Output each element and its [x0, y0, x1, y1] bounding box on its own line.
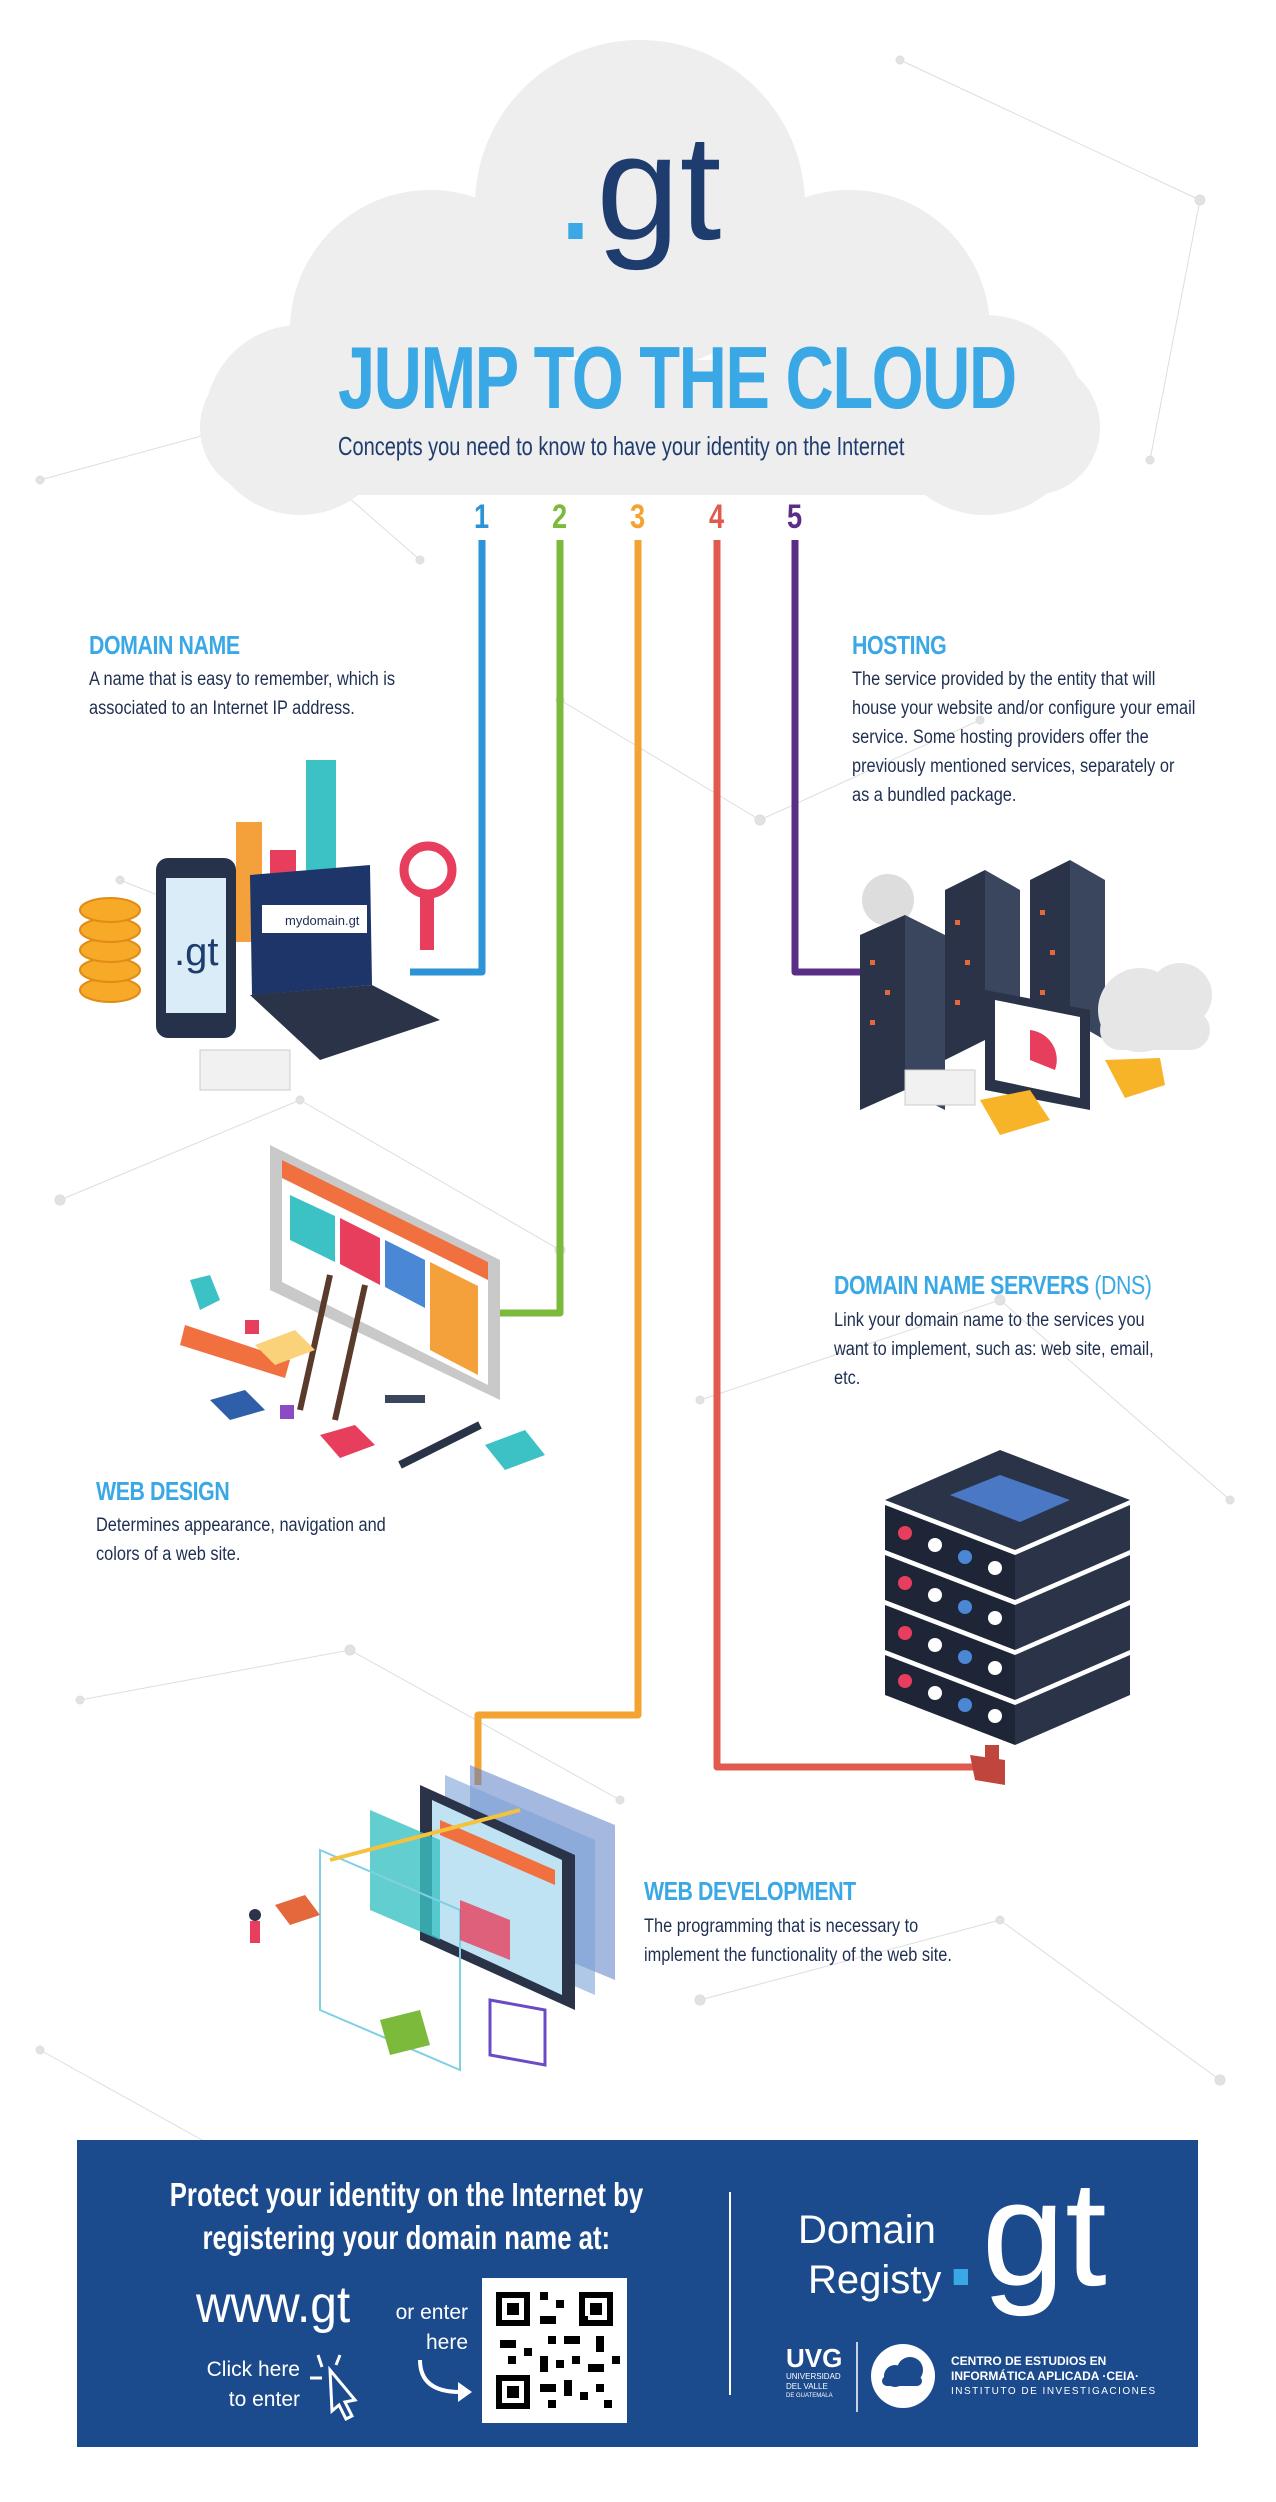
or-enter-line1: or enter — [395, 2301, 468, 2324]
uvg-logo: UVG UNIVERSIDAD DEL VALLE DE GUATEMALA — [786, 2344, 842, 2400]
page-title: JUMP TO THE CLOUD — [338, 328, 1017, 427]
domain-title: DOMAIN NAME — [89, 630, 240, 660]
cursor-click-icon — [310, 2354, 358, 2422]
hosting-title: HOSTING — [852, 630, 947, 660]
domain-text: A name that is easy to remember, which i… — [89, 669, 396, 719]
gt-logo-dot: . — [554, 103, 597, 271]
connector-line-5 — [791, 540, 870, 976]
ceia-line1: CENTRO DE ESTUDIOS EN — [951, 2354, 1107, 2368]
server-leds — [898, 1526, 1002, 1723]
gt-logo: .gt — [0, 112, 1276, 262]
connector-lines — [410, 540, 985, 1785]
webdesign-illustration — [180, 1145, 545, 1470]
step-number-1: 1 — [474, 498, 490, 536]
webdesign-text: Determines appearance, navigation and co… — [96, 1515, 386, 1565]
qr-code — [482, 2278, 627, 2423]
webdev-text: The programming that is necessary to imp… — [644, 1916, 952, 1966]
cloud-shape — [200, 40, 1100, 515]
dns-title-suffix: (DNS) — [1094, 1270, 1152, 1300]
footer-cta-line1: Protect your identity on the Internet by — [169, 2176, 643, 2213]
dns-title-main: DOMAIN NAME SERVERS — [834, 1270, 1089, 1300]
ceia-line3: INSTITUTO DE INVESTIGACIONES — [951, 2386, 1157, 2397]
ceia-line2-text: INFORMÁTICA APLICADA — [951, 2369, 1099, 2383]
brand-gt-tld: gt — [981, 2149, 1107, 2317]
or-enter-line2: here — [425, 2331, 468, 2354]
brand-name: Domain Registy — [798, 2205, 941, 2305]
domain-illustration: .gt mydomain.gt — [79, 760, 457, 1091]
dns-illustration — [885, 1450, 1130, 1785]
uvg-sub1: UNIVERSIDAD — [786, 2372, 841, 2381]
click-here-line1: Click here — [206, 2358, 300, 2381]
or-enter-here-label: or enter here — [378, 2298, 468, 2358]
step-number-5: 5 — [787, 498, 803, 536]
webdev-title: WEB DEVELOPMENT — [644, 1876, 856, 1906]
dns-title: DOMAIN NAME SERVERS (DNS) — [834, 1270, 1152, 1301]
footer-url-link[interactable]: www.gt — [196, 2276, 351, 2334]
brand-gt-dot: . — [940, 2149, 982, 2317]
connector-line-4 — [713, 540, 985, 1771]
click-here-link[interactable]: Click here to enter — [200, 2355, 300, 2415]
curved-arrow-icon — [418, 2359, 472, 2402]
page-subtitle: Concepts you need to know to have your i… — [338, 431, 905, 461]
webdesign-title: WEB DESIGN — [96, 1476, 230, 1506]
footer-panel-bg — [77, 2140, 1198, 2447]
webdev-illustration — [249, 1765, 615, 2072]
connector-line-1 — [410, 540, 486, 976]
connector-line-3 — [474, 540, 642, 1785]
ceia-label: CENTRO DE ESTUDIOS EN INFORMÁTICA APLICA… — [951, 2354, 1157, 2399]
hosting-text: The service provided by the entity that … — [852, 669, 1196, 806]
laptop-url-text: mydomain.gt — [285, 913, 360, 928]
hosting-illustration — [860, 860, 1212, 1135]
phone-tld-text: .gt — [174, 930, 218, 974]
ceia-line2: INFORMÁTICA APLICADA ·CEIA· — [951, 2369, 1157, 2384]
coin-stack — [79, 897, 141, 1003]
ceia-abbr: ·CEIA· — [1102, 2369, 1139, 2383]
uvg-sub2: DEL VALLE — [786, 2382, 828, 2391]
brand-line1: Domain — [798, 2208, 936, 2252]
step-number-4: 4 — [709, 498, 725, 536]
click-here-line2: to enter — [228, 2388, 300, 2411]
step-number-2: 2 — [552, 498, 568, 536]
footer-cta: Protect your identity on the Internet by… — [96, 2173, 716, 2259]
connector-line-2 — [495, 540, 564, 1317]
gt-logo-tld: gt — [596, 103, 722, 271]
uvg-logo-text: UVG — [786, 2343, 843, 2373]
ceia-cloud-icon — [871, 2344, 935, 2408]
brand-line2: Registy — [808, 2258, 942, 2302]
step-number-3: 3 — [630, 498, 646, 536]
footer-cta-line2: registering your domain name at: — [202, 2219, 610, 2256]
dns-text: Link your domain name to the services yo… — [834, 1310, 1154, 1389]
uvg-sub3: DE GUATEMALA — [786, 2393, 833, 2399]
server-rack-units — [885, 1505, 1130, 1745]
brand-gt-logo: .gt — [940, 2158, 1107, 2308]
